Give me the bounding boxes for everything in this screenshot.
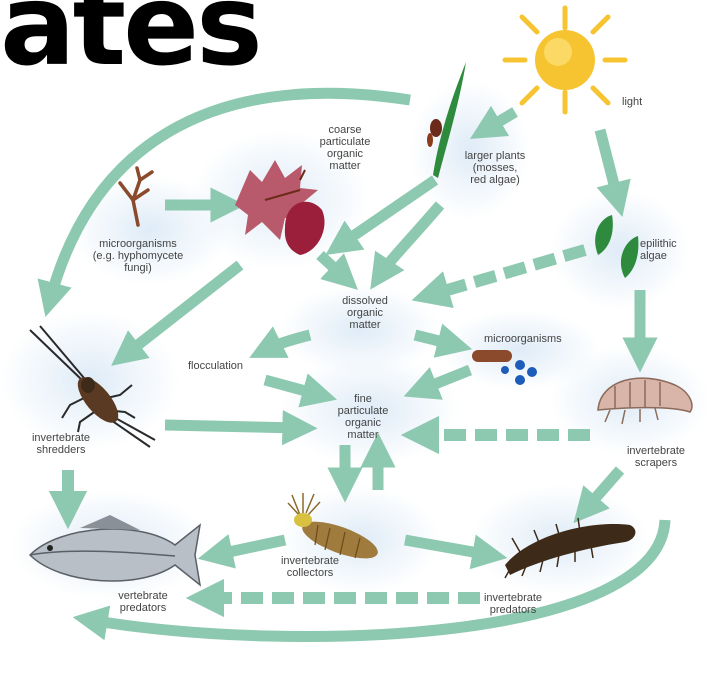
label-invertebrate-scrapers: invertebrate scrapers bbox=[616, 445, 696, 469]
label-microorganisms: microorganisms bbox=[484, 333, 562, 345]
sun-icon bbox=[505, 8, 625, 112]
label-invertebrate-collectors: invertebrate collectors bbox=[265, 555, 355, 579]
arrow-collectors-to-fish bbox=[215, 540, 285, 555]
label-invertebrate-predators: invertebrate predators bbox=[468, 592, 558, 616]
label-flocculation: flocculation bbox=[188, 360, 243, 372]
label-larger-plants: larger plants (mosses, red algae) bbox=[445, 150, 545, 186]
label-light: light bbox=[622, 96, 642, 108]
label-epilithic-algae: epilithic algae bbox=[640, 238, 677, 262]
label-microorganisms-fungi: microorganisms (e.g. hyphomycete fungi) bbox=[82, 238, 194, 274]
label-fine-organic-matter: fine particulate organic matter bbox=[325, 393, 401, 441]
label-coarse-organic-matter: coarse particulate organic matter bbox=[305, 124, 385, 172]
label-invertebrate-shredders: invertebrate shredders bbox=[18, 432, 104, 456]
label-dissolved-organic-matter: dissolved organic matter bbox=[330, 295, 400, 331]
arrow-shredders-to-fpom bbox=[165, 425, 300, 428]
arrow-leaves-to-dom bbox=[320, 255, 345, 278]
arrow-light-to-algae bbox=[600, 130, 618, 200]
label-vertebrate-predators: vertebrate predators bbox=[100, 590, 186, 614]
